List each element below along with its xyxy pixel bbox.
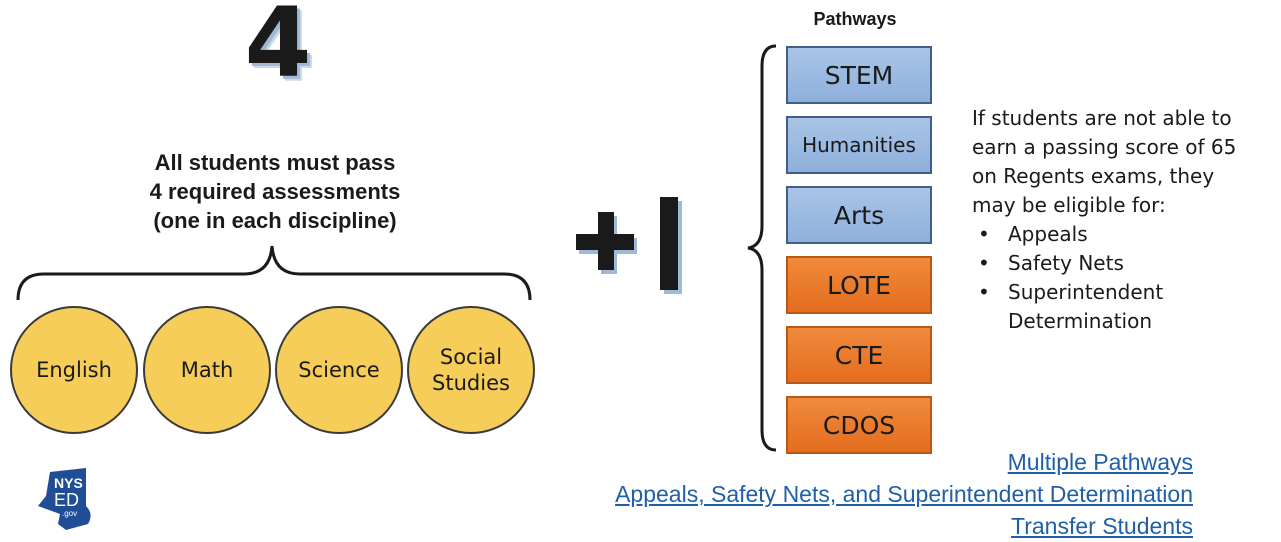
discipline-label: Math [180, 358, 234, 382]
logo-text-mid: ED [54, 490, 79, 510]
discipline-math: Math [143, 306, 271, 434]
requirement-line: All students must pass [154, 150, 396, 175]
requirement-text: All students must pass 4 required assess… [110, 148, 440, 235]
pathway-cte: CTE [786, 326, 932, 384]
pathway-lote: LOTE [786, 256, 932, 314]
pathway-label: CDOS [822, 410, 896, 440]
eligibility-item-label: Safety Nets [1008, 251, 1124, 275]
eligibility-item-label: Appeals [1008, 222, 1088, 246]
bullet-icon: • [978, 280, 990, 304]
pathway-cdos: CDOS [786, 396, 932, 454]
note-line: If students are not able to [972, 106, 1232, 130]
note-line: on Regents exams, they [972, 164, 1215, 188]
logo-text-top: NYS [54, 475, 83, 491]
pathway-label: STEM [824, 60, 894, 90]
discipline-label: English [36, 358, 112, 382]
eligibility-list: • Appeals • Safety Nets • Superintendent… [972, 220, 1272, 336]
required-count-number: 4 [244, 0, 312, 99]
bullet-icon: • [978, 222, 990, 246]
pathway-stem: STEM [786, 46, 932, 104]
disciplines-brace [16, 245, 532, 301]
pathway-label: Humanities [802, 133, 916, 157]
note-line: may be eligible for: [972, 193, 1166, 217]
discipline-label: Social Studies [432, 345, 510, 395]
link-transfer-students[interactable]: Transfer Students [1011, 513, 1193, 539]
link-appeals-safety-nets[interactable]: Appeals, Safety Nets, and Superintendent… [615, 481, 1193, 507]
plus-one-text: +1 [572, 196, 574, 197]
note-line: earn a passing score of 65 [972, 135, 1237, 159]
link-multiple-pathways[interactable]: Multiple Pathways [1007, 449, 1193, 475]
requirement-line: 4 required assessments [149, 179, 401, 204]
discipline-science: Science [275, 306, 403, 434]
pathways-title: Pathways [813, 9, 897, 29]
discipline-circles: English Math Science Social Studies [10, 306, 540, 438]
bullet-icon: • [978, 251, 990, 275]
discipline-label: Science [298, 358, 380, 382]
logo-text-bottom: .gov [62, 509, 77, 518]
eligibility-note: If students are not able to earn a passi… [972, 104, 1272, 336]
pathway-label: Arts [833, 200, 885, 230]
requirement-line: (one in each discipline) [153, 208, 397, 233]
discipline-english: English [10, 306, 138, 434]
plus-one-graphic: +1 [572, 196, 682, 294]
nysed-logo: NYS ED .gov [38, 468, 91, 530]
eligibility-item: • Superintendent Determination [972, 278, 1272, 336]
eligibility-item-label-2: Determination [1008, 309, 1153, 333]
discipline-social-studies: Social Studies [407, 306, 535, 434]
pathway-label: LOTE [827, 270, 891, 300]
pathways-brace [747, 44, 777, 452]
resource-links: Multiple Pathways Appeals, Safety Nets, … [615, 446, 1193, 542]
eligibility-item: • Safety Nets [972, 249, 1272, 278]
pathway-arts: Arts [786, 186, 932, 244]
eligibility-item-label: Superintendent [1008, 280, 1164, 304]
pathway-label: CTE [834, 340, 884, 370]
pathway-humanities: Humanities [786, 116, 932, 174]
eligibility-item: • Appeals [972, 220, 1272, 249]
